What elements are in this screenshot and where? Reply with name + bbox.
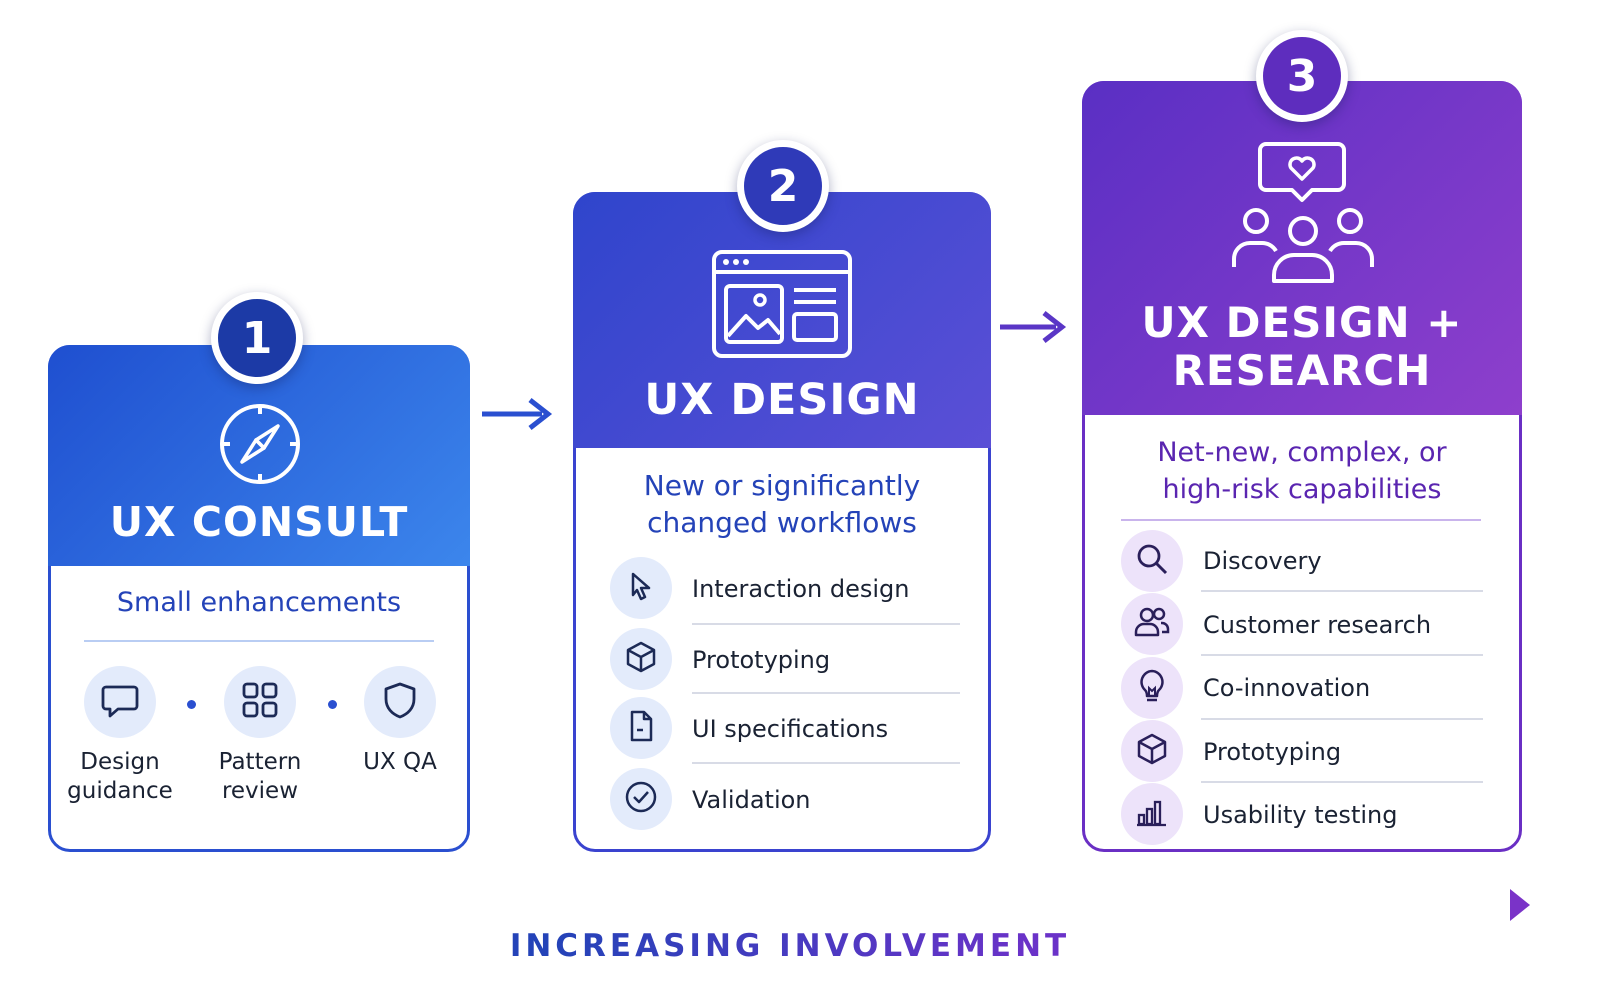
bar-chart-icon [1136, 797, 1168, 831]
ux-consult-subtitle: Small enhancements [116, 587, 402, 618]
browser-window-icon [712, 250, 852, 358]
co-innovation-icon-circle [1121, 657, 1183, 719]
chat-bubble-icon [100, 680, 140, 724]
interaction-design-label: Interaction design [692, 575, 910, 603]
discovery-label: Discovery [1203, 547, 1322, 575]
ux-design-research-header: UX DESIGN + RESEARCH [1082, 81, 1522, 415]
divider [1121, 519, 1481, 521]
arrow-right-icon [1000, 311, 1067, 343]
arrow-right-icon [482, 398, 553, 430]
usability-testing-icon-circle [1121, 783, 1183, 845]
ui-specifications-icon-circle [610, 697, 672, 759]
ux-consult-title: UX CONSULT [109, 498, 409, 546]
divider [84, 640, 434, 642]
validation-icon-circle [610, 768, 672, 830]
ux-design-research-title: UX DESIGN + RESEARCH [1141, 298, 1463, 395]
validation-label: Validation [692, 786, 811, 814]
row-divider [692, 623, 960, 625]
interaction-design-icon-circle [610, 557, 672, 619]
ux-design-card: UX DESIGN New or significantly changed w… [573, 192, 991, 852]
cube-icon [624, 640, 658, 678]
step-2-badge: 2 [737, 140, 829, 232]
design-guidance-label: Design guidance [67, 749, 173, 804]
prototyping-icon-circle [1121, 720, 1183, 782]
ux-design-title: UX DESIGN [644, 375, 920, 425]
grid-icon [240, 680, 280, 724]
ux-qa-label: UX QA [363, 749, 437, 775]
axis-label: INCREASING INVOLVEMENT [0, 928, 1580, 964]
prototyping-label: Prototyping [692, 646, 831, 674]
row-divider [1201, 781, 1483, 783]
search-icon [1135, 542, 1169, 580]
users-icon [1134, 606, 1170, 642]
ux-design-header: UX DESIGN [573, 192, 991, 448]
ux-design-subtitle: New or significantly changed workflows [643, 469, 921, 539]
customer-research-icon-circle [1121, 593, 1183, 655]
ux-design-research-subtitle: Net-new, complex, or high-risk capabilit… [1157, 437, 1447, 505]
row-divider [1201, 590, 1483, 592]
row-divider [692, 692, 960, 694]
row-divider [1201, 654, 1483, 656]
row-divider [1201, 718, 1483, 720]
cursor-icon [625, 570, 657, 606]
involvement-axis-arrow [48, 889, 1530, 921]
compass-icon [218, 402, 302, 486]
usability-testing-label: Usability testing [1203, 801, 1398, 829]
step-1-badge: 1 [211, 292, 303, 384]
prototyping-icon-circle [610, 628, 672, 690]
shield-icon [380, 680, 420, 724]
design-guidance-icon-circle [84, 666, 156, 738]
ui-specifications-label: UI specifications [692, 715, 889, 743]
prototyping-label: Prototyping [1203, 738, 1342, 766]
check-circle-icon [624, 780, 658, 818]
row-divider [692, 762, 960, 764]
separator-dot [328, 700, 337, 709]
customer-research-label: Customer research [1203, 611, 1432, 639]
users-heart-icon [1228, 141, 1378, 283]
pattern-review-icon-circle [224, 666, 296, 738]
lightbulb-icon [1137, 668, 1167, 708]
separator-dot [187, 700, 196, 709]
document-icon [625, 709, 657, 747]
ux-design-research-card: UX DESIGN + RESEARCH Net-new, complex, o… [1082, 81, 1522, 852]
pattern-review-label: Pattern review [218, 749, 302, 804]
step-3-badge: 3 [1256, 30, 1348, 122]
ux-consult-card: UX CONSULT Small enhancements Design gui… [48, 345, 470, 852]
discovery-icon-circle [1121, 530, 1183, 592]
cube-icon [1135, 732, 1169, 770]
co-innovation-label: Co-innovation [1203, 674, 1371, 702]
ux-qa-icon-circle [364, 666, 436, 738]
